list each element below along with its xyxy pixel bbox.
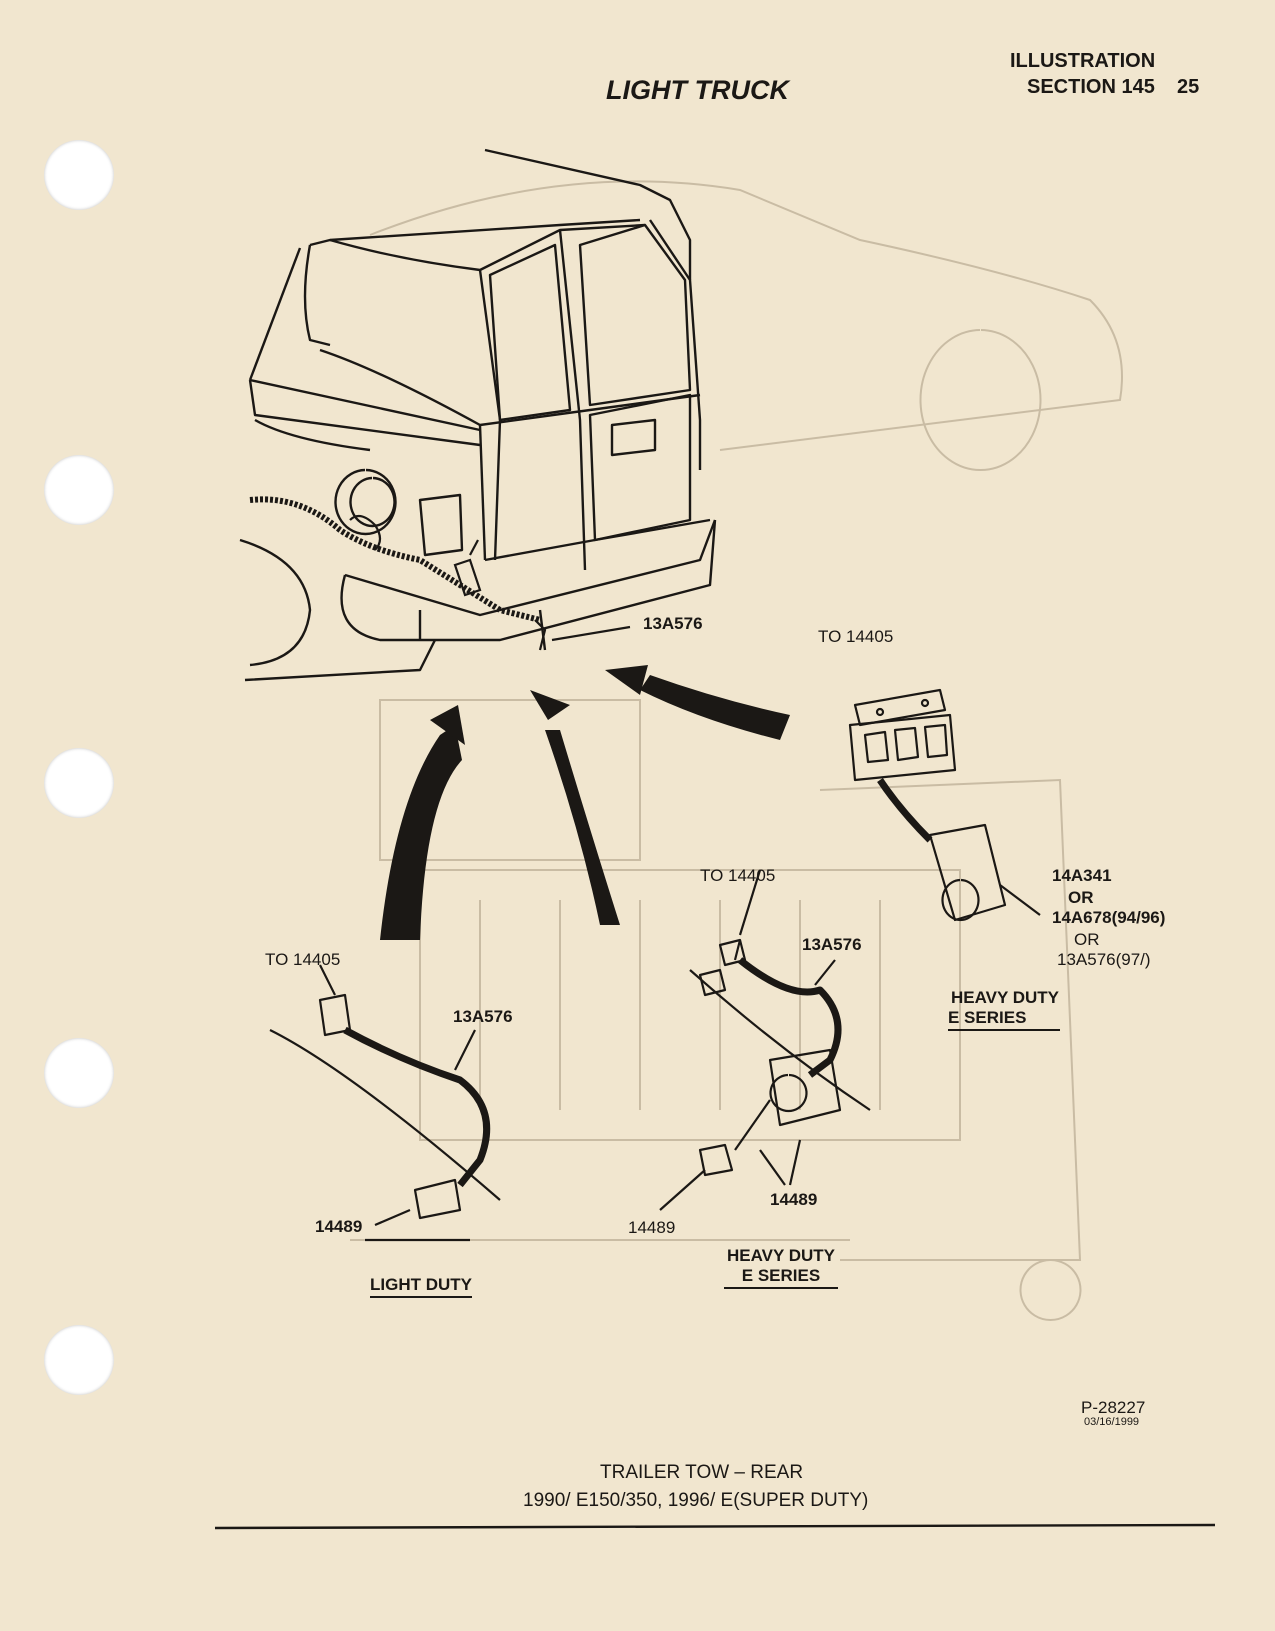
caption-heavy-duty-mid-line1: HEAVY DUTY <box>727 1246 836 1265</box>
callout-or-1: OR <box>1068 888 1094 907</box>
page-title: LIGHT TRUCK <box>606 75 789 105</box>
callout-14489-mid-left: 14489 <box>628 1218 676 1237</box>
page-number: 25 <box>1177 76 1200 98</box>
figure-date: 03/16/1999 <box>1084 1416 1140 1428</box>
callout-14a341: 14A341 <box>1052 866 1112 885</box>
figure-caption-line1: TRAILER TOW – REAR <box>600 1462 804 1483</box>
figure-caption-line2: 1990/ E150/350, 1996/ E(SUPER DUTY) <box>523 1490 869 1511</box>
callout-14a678-years: (94/96) <box>1111 908 1166 927</box>
caption-light-duty: LIGHT DUTY <box>370 1275 472 1298</box>
binder-hole <box>44 1325 114 1395</box>
figure-reference: P-28227 <box>1081 1398 1146 1417</box>
callout-14489-mid-right: 14489 <box>770 1190 818 1209</box>
callout-or-2: OR <box>1074 930 1100 949</box>
binder-hole <box>44 748 114 818</box>
binder-hole <box>44 455 114 525</box>
callout-14a678: 14A678(94/96) <box>1052 908 1166 927</box>
caption-heavy-duty-top-line2: E SERIES <box>948 1008 1060 1031</box>
callout-to-14405-light: TO 14405 <box>265 950 341 969</box>
callout-14489-light: 14489 <box>315 1217 363 1236</box>
callout-13a576-97: 13A576(97/) <box>1057 950 1151 969</box>
section-label: SECTION 145 <box>1027 76 1155 98</box>
callout-to-14405-top: TO 14405 <box>818 627 894 646</box>
callout-13a576-mid: 13A576 <box>802 935 862 954</box>
binder-hole <box>44 140 114 210</box>
footer-rule <box>214 1523 1216 1530</box>
caption-heavy-duty-top-line1: HEAVY DUTY <box>951 988 1060 1007</box>
illustration-label: ILLUSTRATION <box>1010 50 1156 72</box>
callout-13a576-light: 13A576 <box>453 1007 513 1026</box>
binder-hole <box>44 1038 114 1108</box>
callout-to-14405-mid: TO 14405 <box>700 866 776 885</box>
callout-13a576-main: 13A576 <box>643 614 703 633</box>
caption-heavy-duty-mid-line2: E SERIES <box>724 1266 838 1289</box>
